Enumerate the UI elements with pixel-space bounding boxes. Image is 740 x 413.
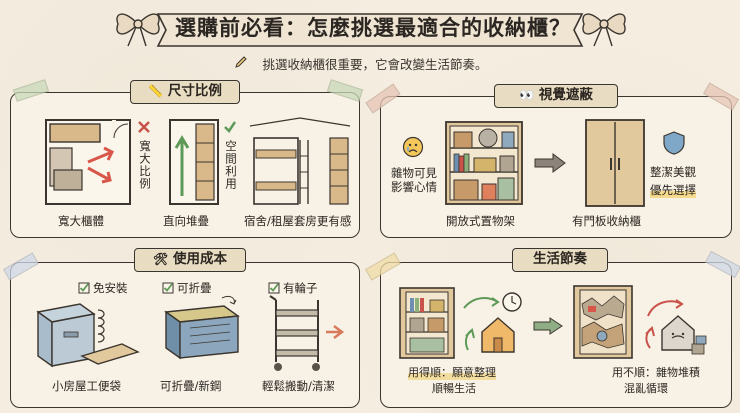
good-rhythm-line1: 用得順：願意整理 <box>408 364 496 380</box>
good-cycle-illustration <box>463 292 522 353</box>
vertical-stack-shelf <box>169 119 219 205</box>
page-title: 選購前必看：怎麼挑選最適合的收納櫃？ <box>175 16 571 40</box>
panel-cost-title: 🛠 使用成本 <box>134 248 246 272</box>
space-use-text: 空間利用 <box>224 140 238 190</box>
ribbon-bow-left-icon <box>116 13 160 47</box>
title-banner <box>150 6 590 48</box>
checkbox-checked-icon <box>162 282 174 294</box>
box-label: 小房屋工便袋 <box>52 379 121 393</box>
arrow-right-icon <box>534 153 566 173</box>
door-cabinet-label: 有門板收納櫃 <box>572 214 641 228</box>
crate-label: 可折疊/新鋼 <box>160 379 222 393</box>
eyes-icon: 👀 <box>519 88 535 102</box>
worry-text: 雜物可見影響心情 <box>391 166 437 194</box>
checkbox-checked-icon <box>78 282 90 294</box>
check-icon <box>224 121 237 133</box>
ribbon-bow-right-icon <box>582 13 626 47</box>
priority-choice-text: 優先選擇 <box>650 182 696 198</box>
checkbox-checked-icon <box>268 282 280 294</box>
arrow-right-icon <box>533 317 563 335</box>
open-shelf-label: 開放式置物架 <box>446 214 515 228</box>
tools-icon: 🛠 <box>153 252 169 266</box>
dorm-label: 宿舍/租屋套房更有感 <box>244 214 352 228</box>
no-install-text: 免安裝 <box>93 281 128 295</box>
fabric-storage-box <box>36 303 140 368</box>
foldable-crate <box>164 295 240 360</box>
good-rhythm-line2: 順暢生活 <box>432 382 476 395</box>
bad-rhythm-line1: 用不順：雜物堆積 <box>612 366 700 379</box>
clean-beauty-text: 整潔美觀 <box>650 165 696 179</box>
cart-label: 輕鬆搬動/清潔 <box>262 379 335 393</box>
ruler-icon: 📏 <box>148 84 164 98</box>
wide-cabinet-floorplan <box>45 119 131 205</box>
sad-face-icon <box>402 136 424 158</box>
vertical-stack-label: 直向堆疊 <box>163 214 209 228</box>
bad-rhythm-line2: 混亂循環 <box>624 382 668 395</box>
dorm-bunk-bed-illustration <box>249 117 351 205</box>
shield-icon <box>663 131 685 155</box>
messy-cabinet-illustration <box>573 285 633 359</box>
panel-visual-title: 👀 視覺遮蔽 <box>494 84 618 108</box>
pencil-icon <box>235 56 247 68</box>
bad-cycle-illustration <box>645 299 707 355</box>
cross-icon <box>138 121 150 133</box>
foldable-text: 可折疊 <box>177 281 212 295</box>
bad-ratio-text: 寬大比例 <box>138 140 152 190</box>
tidy-cabinet-illustration <box>399 287 455 359</box>
rolling-cart <box>269 295 345 371</box>
panel-size-title: 📏 尺寸比例 <box>130 80 240 104</box>
open-shelf-illustration <box>445 121 523 205</box>
wide-cabinet-label: 寬大櫃體 <box>58 214 104 228</box>
door-cabinet-illustration <box>585 119 645 207</box>
has-wheels-text: 有輪子 <box>283 281 318 295</box>
panel-rhythm-title: 生活節奏 <box>512 248 608 272</box>
page-subtitle: 挑選收納櫃很重要，它會改變生活節奏。 <box>262 57 488 72</box>
